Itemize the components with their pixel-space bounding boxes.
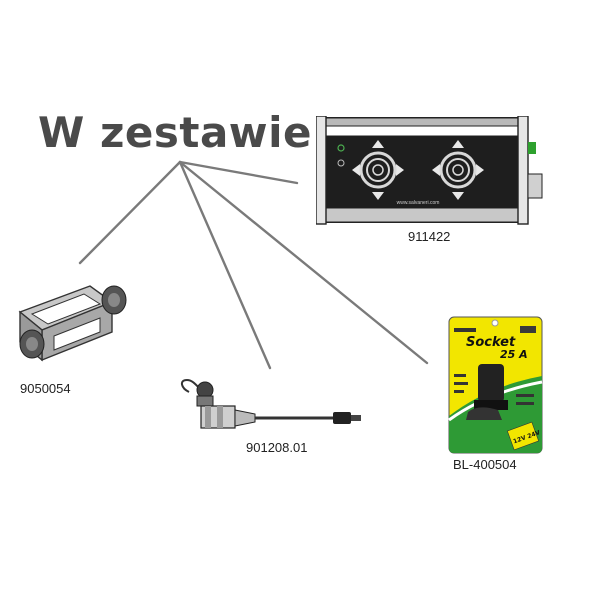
product-code-901208: 901208.01	[246, 440, 308, 455]
control-panel-icon: www.salvaneri.com	[316, 116, 543, 225]
package-rating: 25 A	[500, 348, 528, 361]
product-code-9050054: 9050054	[20, 381, 71, 396]
mounting-bracket-icon	[18, 285, 127, 362]
heading: W zestawie:	[38, 108, 330, 157]
product-code-911422: 911422	[408, 229, 451, 244]
line-to-bracket	[78, 160, 182, 265]
line-to-package	[178, 160, 429, 365]
panel-brand: www.salvaneri.com	[397, 200, 440, 206]
line-to-cable	[178, 160, 272, 370]
socket-package-icon: Socket 25 A 12V 24V	[448, 316, 543, 454]
product-code-bl400504: BL-400504	[453, 457, 517, 472]
package-brand: Socket	[466, 335, 516, 350]
line-to-panel	[178, 160, 299, 185]
cable-plug-icon	[181, 378, 361, 429]
